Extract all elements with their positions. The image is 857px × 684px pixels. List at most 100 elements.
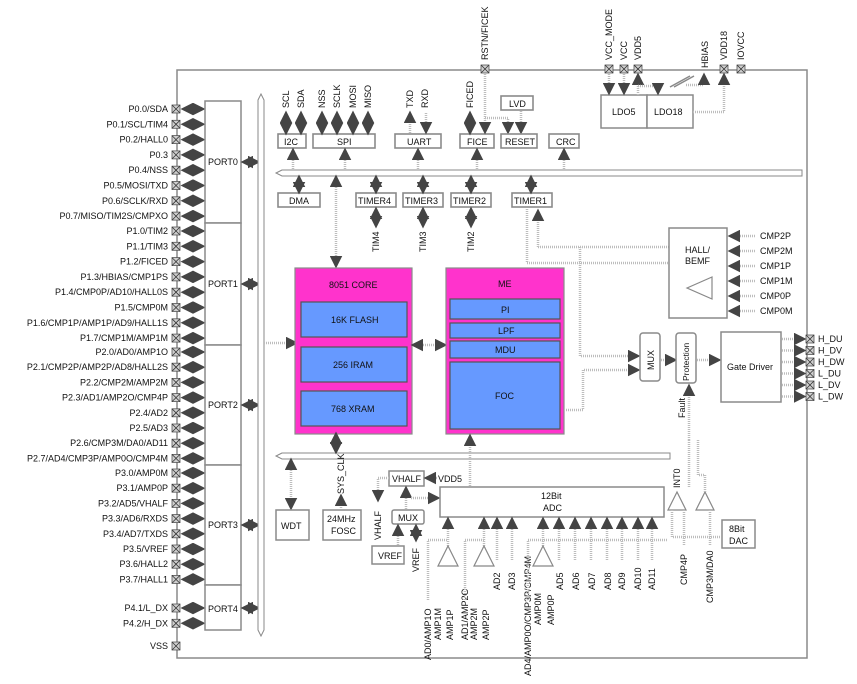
pin-vss: VSS [150,641,181,651]
pin-port1-1: P1.1/TIM3 [126,240,206,253]
flash-block [300,301,408,338]
bottom-horizontal-bus [274,452,671,460]
pin-label: P4.1/L_DX [124,603,168,613]
lpf-block [449,322,561,339]
pin-port1-6: P1.6/CMP1P/AMP1P/AD9/HALL1S [27,316,206,330]
adc-input-label: AMP1P [445,609,455,640]
spi-label: SPI [337,137,352,147]
port2-box [204,344,242,466]
pin-label: P3.2/AD5/VHALF [98,498,169,508]
flash-label: 16K FLASH [331,315,379,325]
pin-label: P3.7/HALL1 [119,574,168,584]
adc-input-label: AD6 [571,572,581,590]
pin-port2-4: P2.4/AD2 [129,406,206,420]
pin-label: P1.3/HBIAS/CMP1PS [80,272,168,282]
hall-input-label: CMP1P [760,261,791,271]
int0-label: INT0 [672,468,682,488]
pin-label: P2.3/AD1/AMP2O/CMP4P [62,393,168,403]
mosi-label: MOSI [348,85,358,108]
pin-label: P1.4/CMP0P/AD10/HALL0S [55,287,168,297]
adc-input-label: AD0/AMP1O [423,608,433,660]
cmp3-icon [695,490,715,511]
dac-label: DAC [729,536,749,546]
top-peripherals: I2C SCL SDA SPI NSS SCLK MOSI MISO UART … [277,74,580,169]
pin-label: P3.0/AMP0M [115,468,168,478]
cmp4-icon [667,490,687,511]
adc-input-label: AD7 [587,572,597,590]
pin-label: P0.5/MOSI/TXD [103,181,168,191]
uart-label: UART [407,137,432,147]
adc-input-label: AD5 [555,572,565,590]
port1-box [204,222,242,346]
pin-port2-1: P2.1/CMP2P/AMP2P/AD8/HALL2S [27,360,206,374]
adc-input-label: AD1/AMP2O [460,588,470,640]
vhalf-box-label: VHALF [392,474,422,484]
hall-bemf-box [668,227,728,319]
port-blocks: PORT0 PORT1 PORT2 PORT3 PORT4 [204,100,261,631]
adc-label: ADC [543,503,563,513]
pin-port1-3: P1.3/HBIAS/CMP1PS [80,270,206,284]
vdd18-pin: VDD18 [719,31,729,74]
pin-port3-5: P3.5/VREF [123,542,206,556]
vcc-mode-label: VCC_MODE [604,9,614,60]
pin-port0-5: P0.5/MOSI/TXD [103,179,206,192]
wdt-label: WDT [281,521,302,531]
pin-port0-2: P0.2/HALL0 [119,133,206,146]
pin-port2-7: P2.7/AD4/CMP3P/AMP0O/CMP4M [27,452,206,465]
vdd5-adc-label: VDD5 [438,474,462,484]
cmp3m-da0-label: CMP3M/DA0 [705,550,715,603]
bemf-label: BEMF [685,256,711,266]
pin-port0-0: P0.0/SDA [128,102,206,116]
opamp-icon [532,544,554,567]
tim4-label: TIM4 [371,231,381,252]
hall-input-label: CMP2M [760,246,793,256]
txd-label: TXD [405,89,415,108]
protection-label: Protection [681,342,691,381]
pin-label: P1.1/TIM3 [126,241,168,251]
reset-box [500,133,538,149]
hall-bemf: HALL/ BEMF CMP2PCMP2MCMP1PCMP1MCMP0PCMP0… [668,227,793,319]
xram-block [300,390,408,427]
rstn-label: RSTN/FICEK [480,6,490,60]
vhalf-signal-label: VHALF [373,510,383,540]
top-pins: RSTN/FICEK VCC_MODE VCC VDD5 HBIAS VDD18… [480,6,746,74]
pin-port2-2: P2.2/CMP2M/AMP2M [80,376,206,389]
adc-box [439,486,665,518]
gate-output-label: H_DV [818,346,842,356]
fice-label: FICE [467,137,488,147]
gate-output-label: L_DV [818,380,841,390]
pin-port1-7: P1.7/CMP1M/AMP1M [80,331,206,345]
pin-label: P1.5/CMP0M [114,303,168,313]
vcc-mode-pin: VCC_MODE [604,9,614,74]
pin-port2-5: P2.5/AD3 [129,421,206,435]
port3-label: PORT3 [208,520,238,530]
ldo5-label: LDO5 [612,107,636,117]
iovcc-pin: IOVCC [736,31,746,74]
vertical-bus [257,92,265,638]
pin-label: P2.1/CMP2P/AMP2P/AD8/HALL2S [27,362,168,372]
miso-label: MISO [363,85,373,108]
me-title: ME [498,279,512,289]
pin-label: P3.4/AD7/TXDS [103,529,168,539]
gate-driver-label: Gate Driver [727,362,773,372]
lvd-box [500,95,534,111]
adc-bits-label: 12Bit [541,491,562,501]
pin-label: P4.2/H_DX [123,618,168,628]
adc-input-label: AD9 [617,572,627,590]
hall-label: HALL/ [685,245,711,255]
sclk-label: SCLK [332,84,342,108]
left-pin-column: P0.0/SDAP0.1/SCL/TIM4P0.2/HALL0P0.3P0.4/… [27,102,206,651]
pin-label: P1.0/TIM2 [126,226,168,236]
adc-input-label: AMP0P [546,594,556,625]
pin-label: P2.6/CMP3M/DA0/AD11 [70,438,168,448]
comparator-icon [685,276,713,300]
pin-label: P2.5/AD3 [129,423,168,433]
dac-bits-label: 8Bit [729,524,745,534]
protection-box [675,332,697,384]
tim2-label: TIM2 [466,231,476,252]
core-title: 8051 CORE [329,280,378,290]
nss-label: NSS [317,89,327,108]
mux-box [639,332,661,382]
timer4-label: TIMER4 [358,196,391,206]
lpf-label: LPF [498,326,515,336]
